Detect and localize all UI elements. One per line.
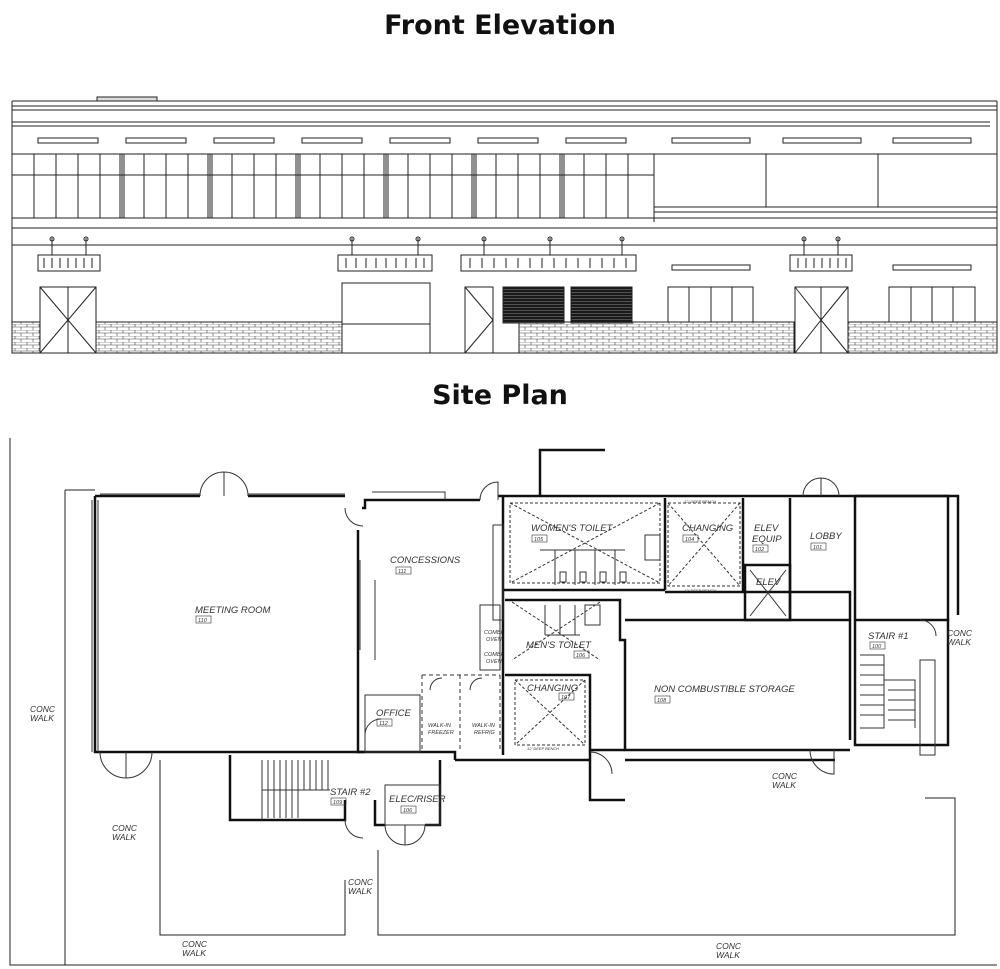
womens-toilet-label: WOMEN'S TOILET (531, 523, 614, 534)
stair-2-label: STAIR #2 (330, 787, 371, 798)
mens-toilet-label: MEN'S TOILET (526, 640, 592, 651)
elec-riser-number: 106 (403, 808, 413, 814)
fixture-labels: WALK-IN FREEZER WALK-IN REFRIG COMBI OVE… (428, 499, 716, 751)
office-label: OFFICE (376, 708, 411, 719)
walk-mid-1: CONC (112, 823, 138, 833)
site-plan-title: Site Plan (432, 380, 568, 411)
stair-1-label: STAIR #1 (868, 631, 908, 642)
walk-left-1: CONC (30, 704, 56, 714)
site-outline (9, 438, 997, 966)
walk-left-2: WALK (30, 713, 54, 723)
storage-number: 108 (657, 698, 667, 704)
lobby-number: 101 (813, 545, 822, 551)
changing-107-label: CHANGING (527, 683, 578, 694)
walk-in-freezer-2: FREEZER (428, 730, 454, 736)
walk-mid-2: WALK (112, 832, 136, 842)
deep-bench-1: 12' DEEP BENCH (684, 499, 716, 504)
elev-equip-label-1: ELEV (754, 523, 780, 534)
combi-oven-b-2: OVEN (486, 659, 502, 665)
walk-lower-mid-1: CONC (348, 877, 374, 887)
walk-in-refrig-2: REFRIG (474, 730, 496, 736)
elev-label: ELEV (756, 577, 782, 588)
changing-104-number: 104 (685, 537, 694, 543)
walk-bottom-left-2: WALK (182, 948, 206, 958)
storage-label: NON COMBUSTIBLE STORAGE (654, 684, 795, 695)
walk-in-freezer-1: WALK-IN (428, 723, 451, 729)
walk-right-top-2: WALK (947, 637, 971, 647)
concessions-number: 111 (398, 569, 406, 575)
walk-in-refrig-1: WALK-IN (472, 723, 495, 729)
building-walls (93, 448, 960, 827)
walk-center-1: CONC (772, 771, 798, 781)
elev-equip-number: 102 (755, 547, 764, 553)
walk-lower-mid-2: WALK (348, 886, 372, 896)
mens-toilet-number: 106 (576, 653, 586, 659)
concessions-label: CONCESSIONS (390, 555, 461, 566)
womens-toilet-number: 105 (534, 537, 544, 543)
walk-bottom-right-1: CONC (716, 941, 742, 951)
meeting-room-label: MEETING ROOM (195, 605, 271, 616)
lobby-label: LOBBY (810, 531, 842, 542)
walk-center-2: WALK (772, 780, 796, 790)
combi-oven-a-1: COMBI (484, 630, 503, 636)
plan-details (91, 471, 937, 846)
combi-oven-b-1: COMBI (484, 652, 503, 658)
elev-equip-label-2: EQUIP (752, 534, 782, 545)
walk-right-top-1: CONC (947, 628, 973, 638)
room-labels: MEETING ROOM 110 CONCESSIONS 111 WOMEN'S… (195, 523, 908, 814)
combi-oven-a-2: OVEN (486, 637, 502, 643)
elevation-title: Front Elevation (384, 10, 616, 41)
office-number: 112 (379, 721, 388, 727)
meeting-room-number: 110 (198, 618, 208, 624)
changing-104-label: CHANGING (682, 523, 733, 534)
walk-bottom-right-2: WALK (716, 950, 740, 960)
changing-107-number: 107 (561, 695, 571, 701)
elec-riser-label: ELEC/RISER (389, 794, 446, 805)
deep-bench-3: 12' DEEP BENCH (527, 746, 559, 751)
stair-2-number: 109 (333, 800, 342, 806)
deep-bench-2: 12' DEEP BENCH (684, 588, 716, 593)
stair-1-number: 100 (872, 644, 882, 650)
walk-bottom-left-1: CONC (182, 939, 208, 949)
walk-labels: CONC WALK CONC WALK CONC WALK CONC WALK … (30, 628, 973, 960)
